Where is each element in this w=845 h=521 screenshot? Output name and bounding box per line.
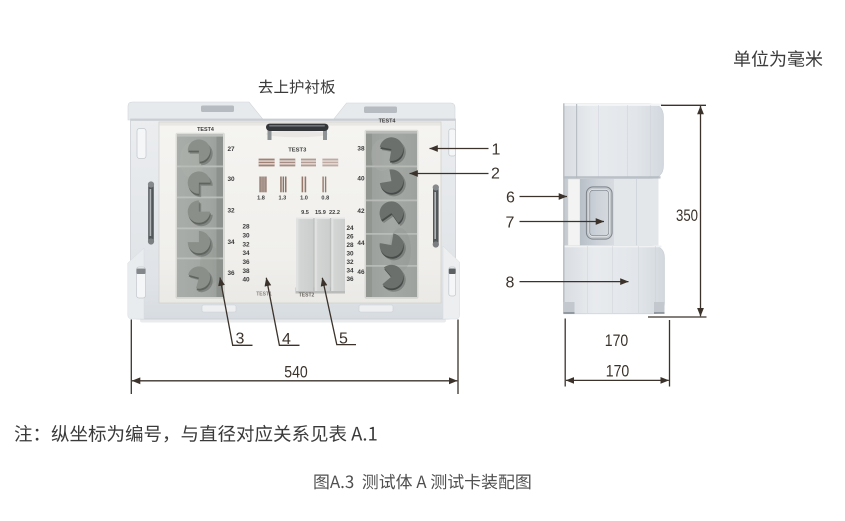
svg-text:1.3: 1.3	[279, 196, 287, 202]
svg-text:32: 32	[228, 208, 236, 215]
svg-text:TEST2: TEST2	[299, 293, 315, 299]
svg-text:42: 42	[357, 208, 365, 215]
svg-text:540: 540	[284, 364, 308, 382]
svg-text:32: 32	[347, 259, 355, 266]
svg-text:36: 36	[243, 259, 251, 266]
svg-text:15.9: 15.9	[315, 210, 326, 216]
svg-text:170: 170	[606, 363, 630, 381]
svg-text:36: 36	[228, 270, 236, 277]
svg-text:170: 170	[605, 332, 629, 350]
svg-text:24: 24	[347, 225, 355, 232]
svg-text:34: 34	[228, 239, 236, 246]
svg-text:1.0: 1.0	[300, 196, 308, 202]
svg-text:1.8: 1.8	[257, 196, 265, 202]
svg-text:TEST4: TEST4	[197, 127, 214, 133]
svg-text:34: 34	[347, 268, 355, 275]
svg-text:40: 40	[357, 176, 365, 183]
svg-text:38: 38	[243, 268, 251, 275]
svg-text:36: 36	[347, 276, 355, 283]
svg-text:5: 5	[339, 330, 348, 347]
svg-text:22.2: 22.2	[329, 210, 340, 216]
svg-text:28: 28	[243, 224, 251, 231]
svg-text:7: 7	[506, 215, 515, 232]
svg-text:0.8: 0.8	[321, 196, 329, 202]
svg-text:TEST4: TEST4	[379, 119, 396, 125]
svg-text:34: 34	[243, 250, 251, 257]
svg-text:1: 1	[492, 142, 501, 159]
svg-text:38: 38	[357, 146, 365, 153]
svg-text:27: 27	[228, 146, 236, 153]
svg-text:2: 2	[491, 166, 500, 183]
svg-text:30: 30	[228, 176, 236, 183]
svg-text:44: 44	[357, 240, 365, 247]
svg-text:30: 30	[347, 251, 355, 258]
svg-text:40: 40	[243, 277, 251, 284]
svg-text:6: 6	[506, 190, 515, 207]
svg-text:30: 30	[243, 233, 251, 240]
svg-text:46: 46	[357, 269, 365, 276]
svg-text:TEST3: TEST3	[288, 148, 307, 154]
svg-text:3: 3	[236, 331, 245, 348]
svg-text:8: 8	[506, 274, 515, 291]
svg-text:350: 350	[676, 207, 698, 225]
svg-text:TEST1: TEST1	[256, 292, 272, 298]
svg-text:28: 28	[347, 242, 355, 249]
svg-text:9.5: 9.5	[301, 210, 309, 216]
svg-text:26: 26	[347, 233, 355, 240]
svg-text:4: 4	[282, 331, 291, 348]
svg-text:32: 32	[243, 241, 251, 248]
